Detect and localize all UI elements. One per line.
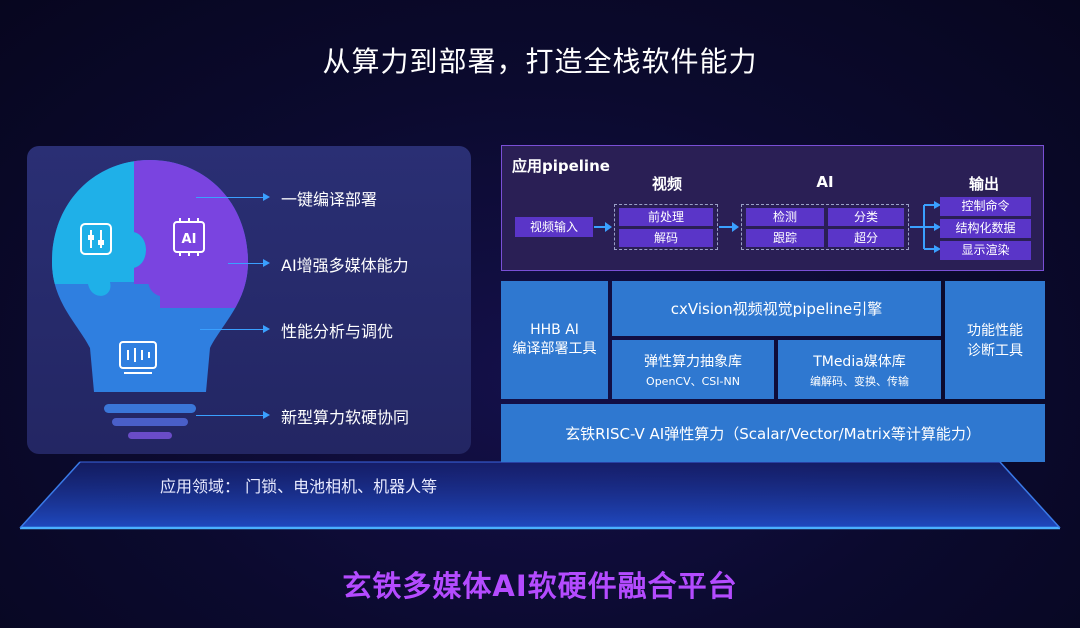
elastic-lib-sub: OpenCV、CSI-NN — [646, 374, 740, 388]
super-resolution-box: 超分 — [828, 229, 904, 247]
diagnostic-tool-block: 功能性能 诊断工具 — [945, 281, 1045, 399]
output-render-box: 显示渲染 — [940, 241, 1031, 260]
feature-label: 性能分析与调优 — [281, 322, 394, 341]
platform-base — [19, 461, 1061, 530]
feature-label: 一键编译部署 — [281, 190, 378, 209]
tmedia-title: TMedia媒体库 — [813, 353, 906, 370]
feature-pointer-line — [196, 411, 270, 419]
preprocess-box: 前处理 — [619, 208, 713, 226]
output-group-label: 输出 — [968, 175, 999, 193]
output-structured-box: 结构化数据 — [940, 219, 1031, 238]
classify-box: 分类 — [828, 208, 904, 226]
tmedia-lib-block: TMedia媒体库 编解码、变换、传输 — [778, 340, 941, 399]
flow-arrow — [594, 222, 612, 232]
cxvision-engine-block: cxVision视频视觉pipeline引擎 — [612, 281, 941, 336]
hhb-line1: HHB AI — [530, 322, 579, 338]
platform-title: 玄铁多媒体AI软硬件融合平台 — [342, 569, 738, 603]
sliders-icon — [80, 223, 112, 255]
puzzle-piece-purple — [134, 160, 248, 308]
video-input-box: 视频输入 — [515, 217, 593, 237]
feature-pointer-line — [200, 325, 270, 333]
flow-arrow — [719, 222, 739, 232]
page-title: 从算力到部署，打造全栈软件能力 — [322, 45, 758, 78]
cxvision-label: cxVision视频视觉pipeline引擎 — [670, 300, 883, 318]
application-domain-label: 应用领域： 门锁、电池相机、机器人等 — [160, 477, 438, 496]
ai-group-frame — [741, 204, 909, 250]
hhb-line2: 编译部署工具 — [512, 341, 597, 357]
video-group-frame — [614, 204, 718, 250]
riscv-compute-block: 玄铁RISC-V AI弹性算力（Scalar/Vector/Matrix等计算能… — [501, 404, 1045, 462]
diag-line2: 诊断工具 — [967, 343, 1023, 359]
elastic-compute-lib-block: 弹性算力抽象库 OpenCV、CSI-NN — [612, 340, 774, 399]
output-control-box: 控制命令 — [940, 197, 1031, 216]
pipeline-title: 应用pipeline — [512, 157, 610, 175]
track-box: 跟踪 — [746, 229, 824, 247]
tmedia-sub: 编解码、变换、传输 — [810, 374, 909, 388]
riscv-label: 玄铁RISC-V AI弹性算力（Scalar/Vector/Matrix等计算能… — [565, 424, 981, 443]
hhb-tool-block: HHB AI 编译部署工具 — [501, 281, 608, 399]
diag-line1: 功能性能 — [967, 323, 1023, 339]
monitor-icon — [119, 341, 157, 374]
ai-chip-label: AI — [182, 232, 197, 247]
decode-box: 解码 — [619, 229, 713, 247]
elastic-lib-title: 弹性算力抽象库 — [644, 353, 742, 370]
ai-chip-icon: AI — [173, 218, 205, 256]
ai-group-label: AI — [816, 173, 834, 191]
video-group-label: 视频 — [651, 175, 682, 193]
output-branch-arrows — [910, 201, 941, 253]
lightbulb-illustration: AI — [52, 160, 248, 439]
detect-box: 检测 — [746, 208, 824, 226]
feature-pointer-line — [228, 259, 270, 267]
feature-pointer-line — [196, 193, 270, 201]
feature-label: 新型算力软硬协同 — [281, 408, 410, 427]
feature-label: AI增强多媒体能力 — [281, 256, 409, 275]
